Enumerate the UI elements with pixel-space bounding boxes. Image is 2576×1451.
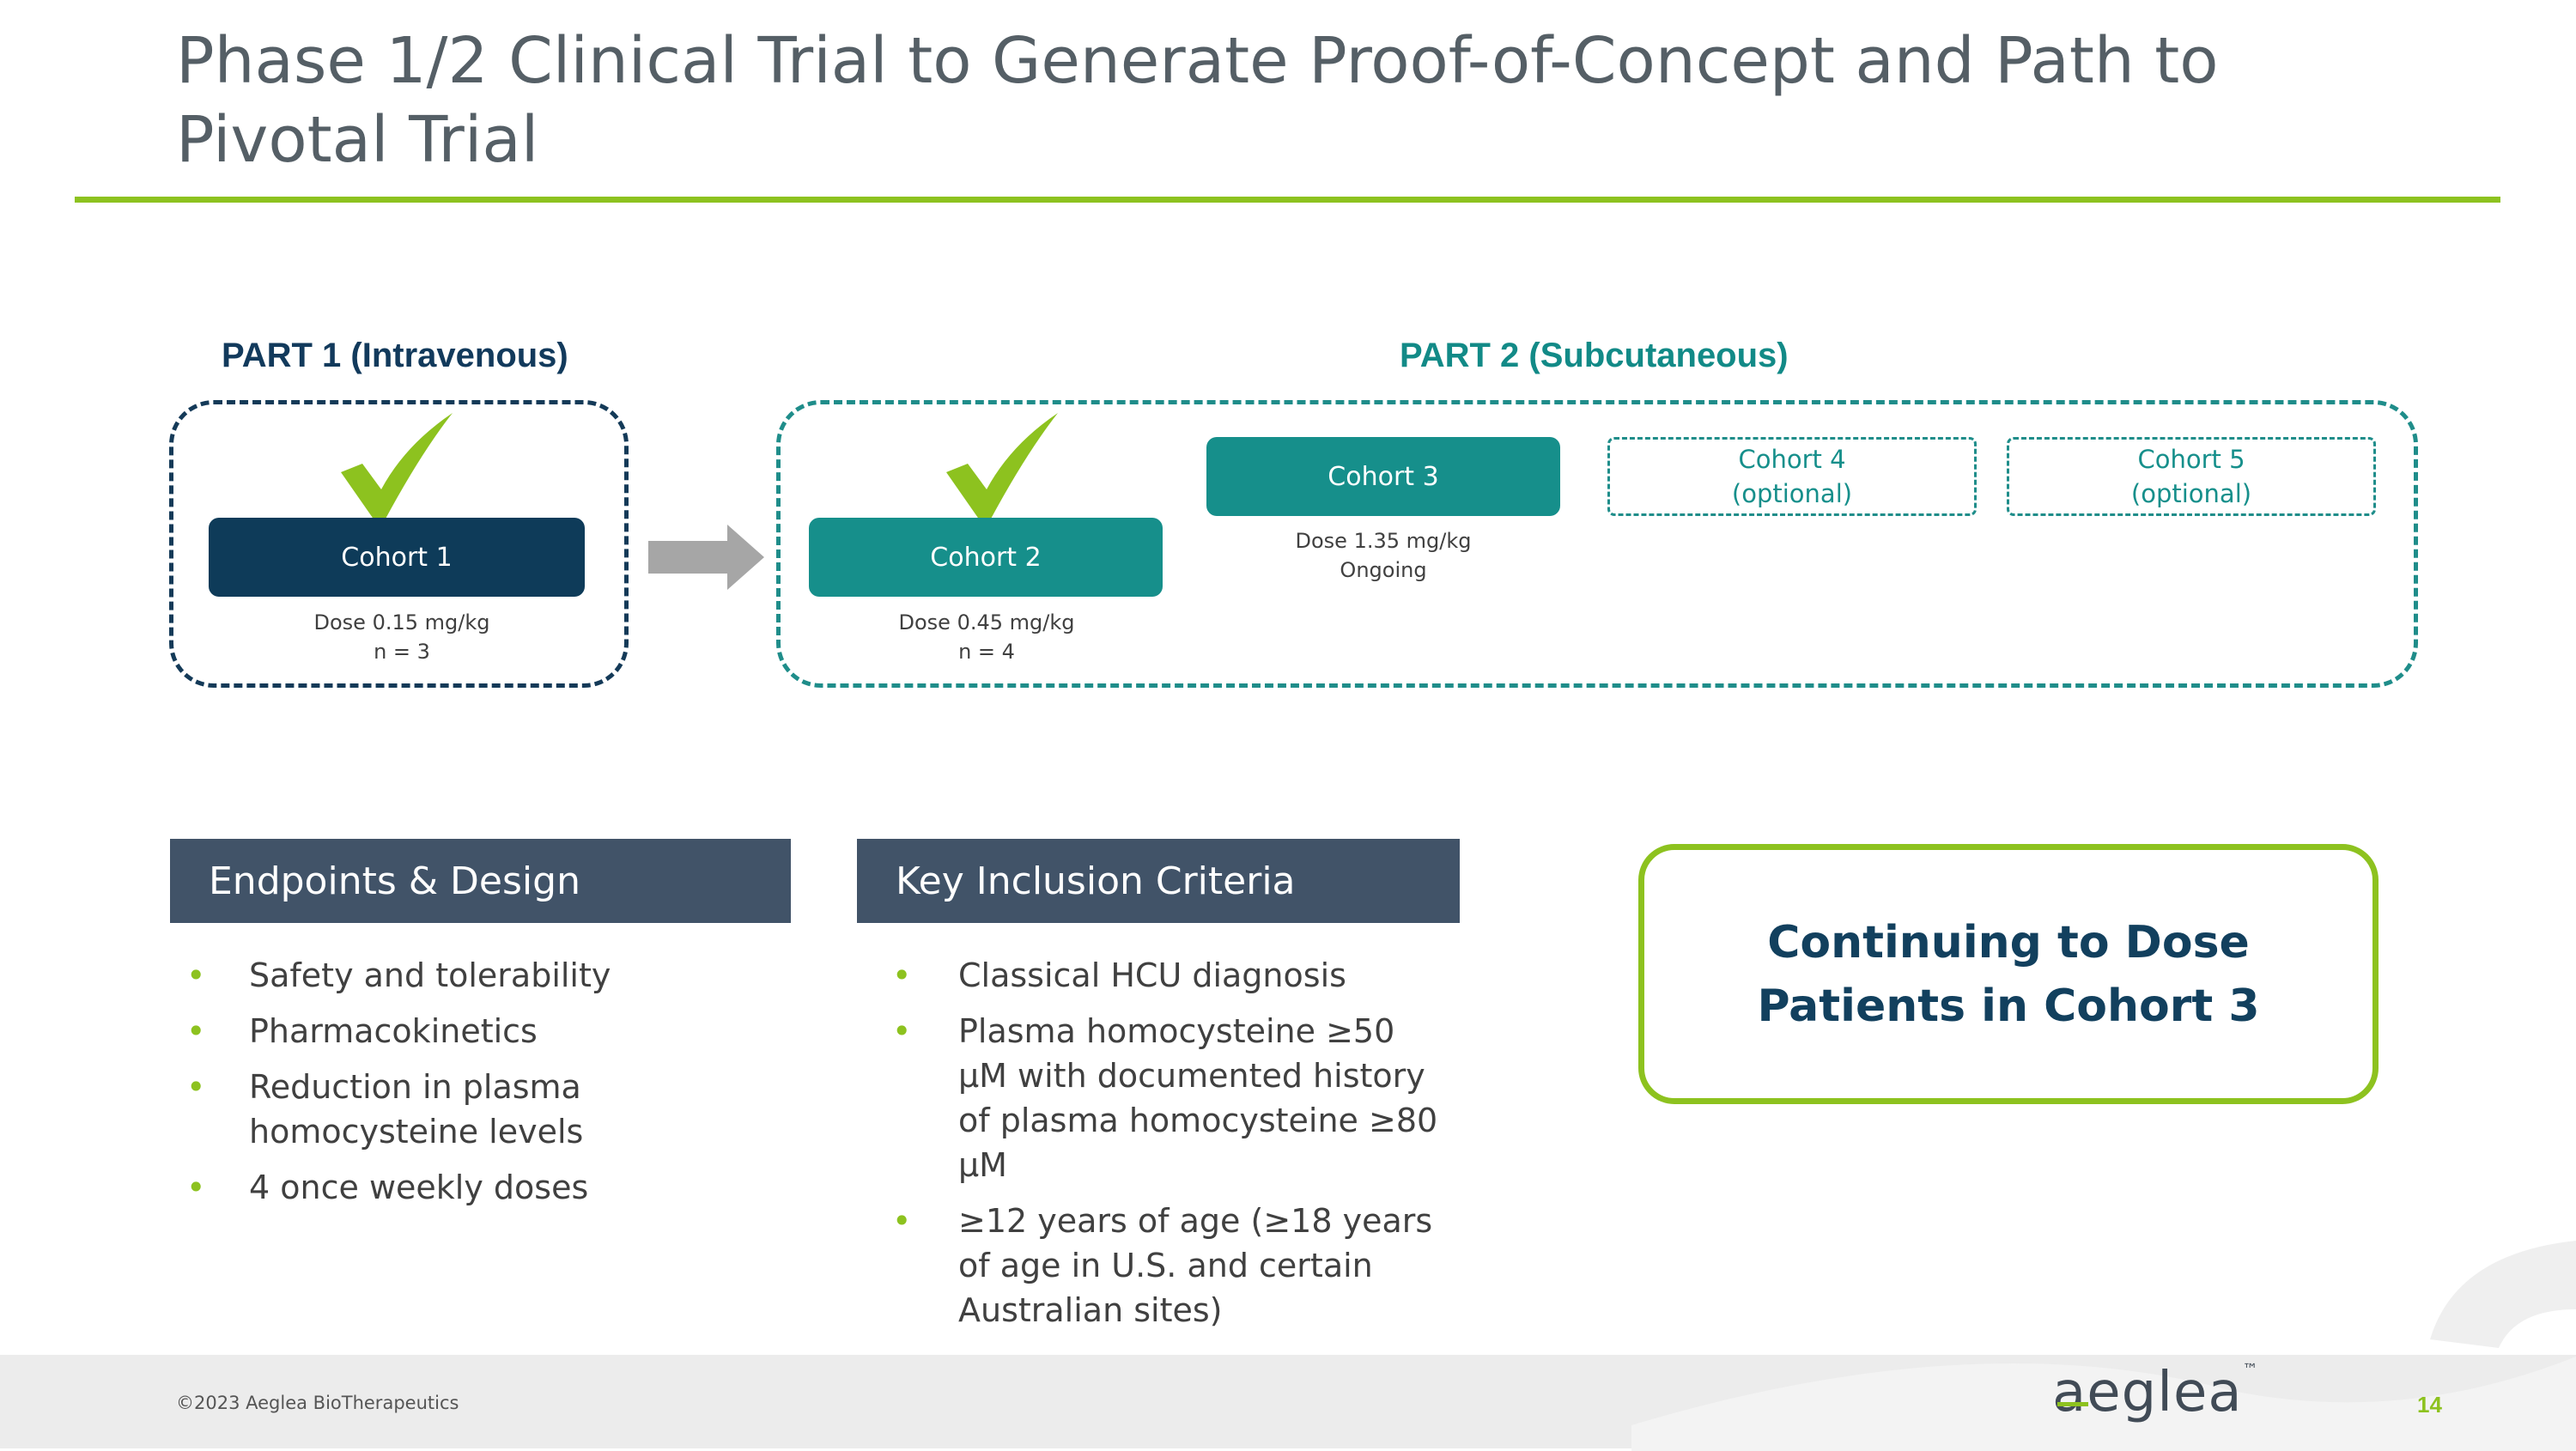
cohort5-label: Cohort 5 (2137, 445, 2245, 474)
endpoints-heading: Endpoints & Design (170, 839, 791, 923)
part2-label: PART 2 (Subcutaneous) (1400, 337, 1789, 374)
cohort5-optional-box: Cohort 5 (optional) (2007, 437, 2376, 516)
cohort4-optional-box: Cohort 4 (optional) (1607, 437, 1977, 516)
title-divider (75, 197, 2500, 203)
bullet-icon: • (186, 1068, 206, 1106)
logo-accent-bar (2057, 1402, 2088, 1406)
cohort5-note: (optional) (2130, 479, 2252, 508)
inclusion-heading: Key Inclusion Criteria (857, 839, 1460, 923)
list-item: •Classical HCU diagnosis (876, 953, 1477, 998)
cohort1-n: n = 3 (374, 640, 430, 664)
callout-text: Continuing to Dose Patients in Cohort 3 (1757, 916, 2260, 1032)
bullet-icon: • (892, 956, 912, 994)
bullet-icon: • (186, 956, 206, 994)
decorative-swoosh (1631, 1241, 2576, 1451)
cohort2-box: Cohort 2 (809, 518, 1163, 597)
bullet-icon: • (892, 1012, 912, 1050)
cohort3-dose-info: Dose 1.35 mg/kg Ongoing (1276, 526, 1491, 585)
list-item: •Plasma homocysteine ≥50 µM with documen… (876, 1009, 1477, 1187)
list-item: •Safety and tolerability (170, 953, 788, 998)
endpoints-list: •Safety and tolerability •Pharmacokineti… (170, 953, 788, 1221)
list-item: •Reduction in plasma homocysteine levels (170, 1065, 788, 1154)
part2-group-box (776, 400, 2418, 688)
cohort3-box: Cohort 3 (1206, 437, 1560, 516)
slide-title: Phase 1/2 Clinical Trial to Generate Pro… (176, 24, 2219, 177)
inclusion-list: •Classical HCU diagnosis •Plasma homocys… (876, 953, 1477, 1344)
list-item: •4 once weekly doses (170, 1165, 788, 1210)
cohort3-dose: Dose 1.35 mg/kg (1295, 529, 1472, 553)
bullet-icon: • (892, 1202, 912, 1240)
list-item: •≥12 years of age (≥18 years of age in U… (876, 1199, 1477, 1333)
checkmark-icon (341, 413, 453, 520)
aeglea-logo: aeglea™ (2052, 1361, 2259, 1424)
cohort3-status: Ongoing (1340, 558, 1427, 582)
right-arrow-icon (648, 525, 764, 590)
bullet-icon: • (186, 1012, 206, 1050)
copyright-text: ©2023 Aeglea BioTherapeutics (176, 1393, 459, 1413)
checkmark-icon (946, 413, 1058, 520)
bullet-icon: • (186, 1169, 206, 1206)
cohort2-dose-info: Dose 0.45 mg/kg n = 4 (879, 608, 1094, 666)
part1-group-box (169, 400, 629, 688)
callout-box: Continuing to Dose Patients in Cohort 3 (1638, 844, 2379, 1104)
page-number: 14 (2417, 1392, 2442, 1418)
cohort1-dose-info: Dose 0.15 mg/kg n = 3 (295, 608, 509, 666)
cohort4-note: (optional) (1731, 479, 1853, 508)
cohort2-n: n = 4 (958, 640, 1015, 664)
cohort1-box: Cohort 1 (209, 518, 585, 597)
part1-label: PART 1 (Intravenous) (222, 337, 568, 374)
cohort1-dose: Dose 0.15 mg/kg (313, 610, 490, 634)
cohort2-dose: Dose 0.45 mg/kg (898, 610, 1075, 634)
list-item: •Pharmacokinetics (170, 1009, 788, 1053)
cohort4-label: Cohort 4 (1738, 445, 1846, 474)
